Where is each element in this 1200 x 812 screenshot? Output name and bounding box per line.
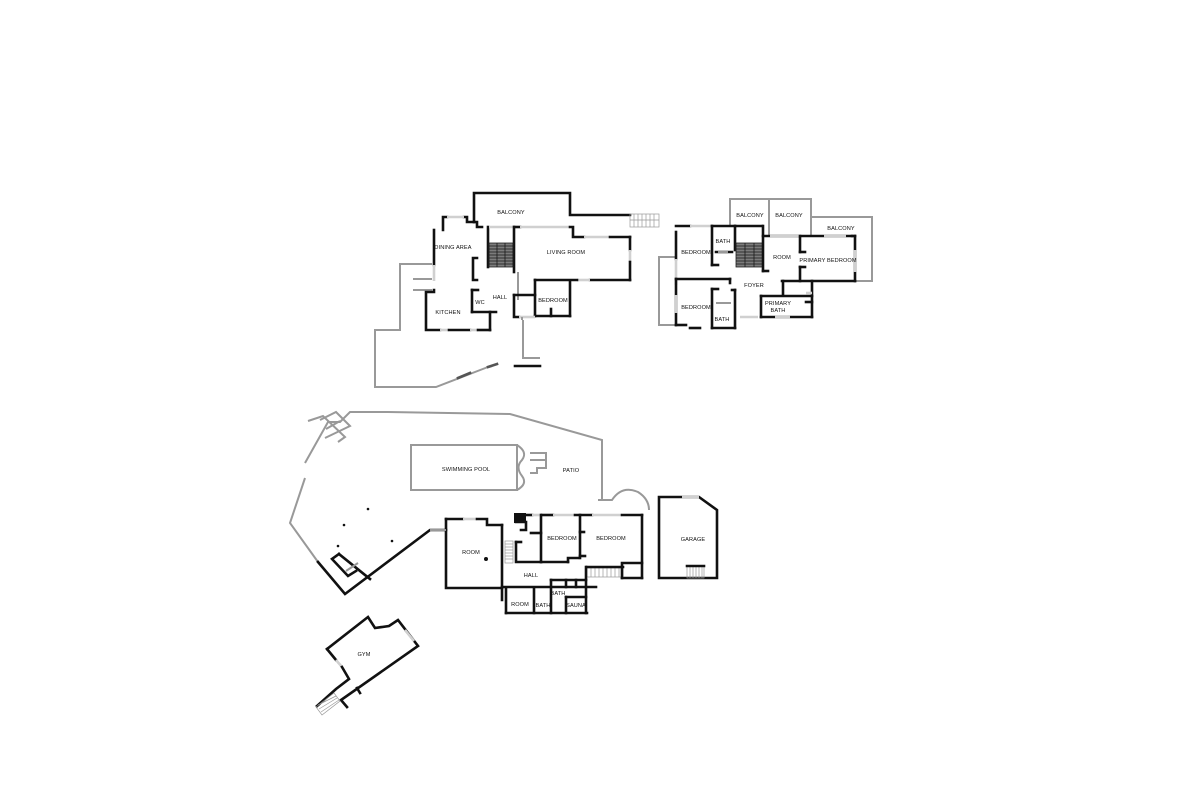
room-label: BALCONY (736, 213, 764, 219)
room-label: BEDROOM (681, 305, 711, 311)
room-label: ROOM (462, 550, 480, 556)
room-label: ROOM (511, 602, 529, 608)
room-label: HALL (524, 573, 538, 579)
room-label: GARAGE (681, 537, 706, 543)
room-label: BALCONY (827, 226, 855, 232)
room-label: BATH (551, 591, 566, 597)
room-label: PATIO (563, 468, 580, 474)
room-label: BEDROOM (538, 298, 568, 304)
room-label: SWIMMING POOL (442, 467, 490, 473)
room-label: BATH (771, 308, 786, 314)
room-label: BATH (536, 603, 551, 609)
room-label: BEDROOM (681, 250, 711, 256)
room-label: PRIMARY (765, 301, 791, 307)
main-floor-plan (374, 191, 660, 388)
room-label: BATH (716, 239, 731, 245)
room-label: BATH (715, 317, 730, 323)
lower-floor-labels: SWIMMING POOL PATIO BEDROOM BEDROOM ROOM… (442, 467, 706, 609)
room-label: ROOM (773, 255, 791, 261)
room-label: BALCONY (775, 213, 803, 219)
room-label: LIVING ROOM (547, 250, 586, 256)
outbuilding-labels: GYM (357, 652, 370, 658)
gym-plan (315, 615, 420, 716)
room-label: BALCONY (497, 210, 525, 216)
room-label: PRIMARY BEDROOM (799, 258, 856, 264)
room-label: BEDROOM (547, 536, 577, 542)
upper-floor-labels: BALCONY BALCONY BALCONY BATH BEDROOM ROO… (681, 213, 857, 323)
room-label: WC (475, 300, 485, 306)
room-label: BEDROOM (596, 536, 626, 542)
room-label: FOYER (744, 283, 764, 289)
garage-plan (657, 495, 719, 580)
upper-floor-plan (658, 198, 873, 330)
main-floor-labels: BALCONY DINING AREA LIVING ROOM HALL WC … (434, 210, 585, 316)
room-label: KITCHEN (435, 310, 460, 316)
room-label: DINING AREA (434, 245, 471, 251)
room-label: HALL (493, 295, 507, 301)
room-label: GYM (357, 652, 370, 658)
lower-floor-plan (288, 410, 650, 615)
room-label: SAUNA (566, 603, 586, 609)
